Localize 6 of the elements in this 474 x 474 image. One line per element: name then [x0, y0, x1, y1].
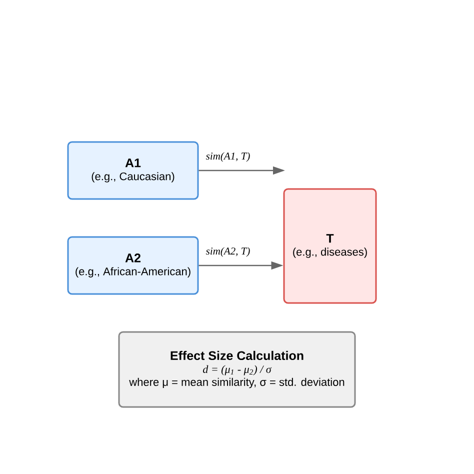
- edge-label: sim(A1, T): [204, 151, 252, 163]
- edge-label: sim(A2, T): [204, 246, 252, 258]
- group-box: A1 (e.g., Caucasian): [67, 141, 199, 200]
- formula-box: Effect Size Calculation d = (μ$_{1}$ - μ$_{2}$) / σ where μ = mean similarity, σ = std. deviation: [118, 331, 356, 408]
- group-box: A2 (e.g., African-American): [67, 236, 199, 295]
- target-box: T (e.g., diseases): [283, 188, 377, 304]
